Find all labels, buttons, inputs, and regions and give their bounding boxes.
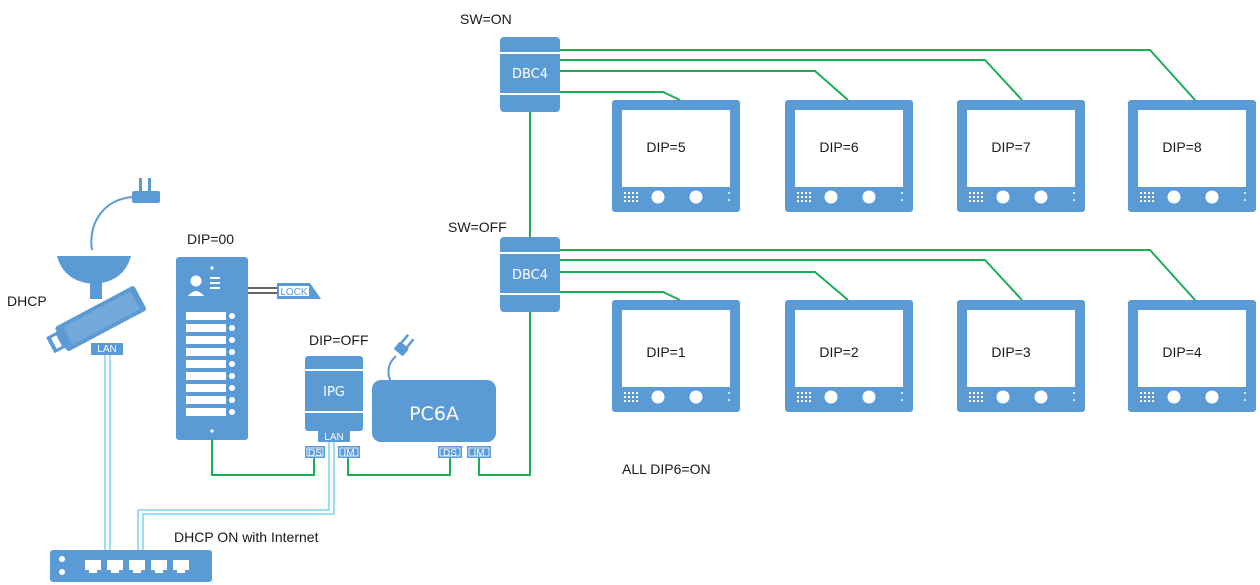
router-dhcp-label: DHCP ON with Internet [174,529,319,545]
dbc4-bottom: DBC4 [500,237,560,312]
keypad-icon [797,392,811,402]
monitor-button [996,390,1010,404]
monitor-dip-3: DIP=3 [957,300,1085,412]
monitor-button [1167,390,1181,404]
keypad-icon [969,392,983,402]
monitor-dip-2: DIP=2 [785,300,913,412]
monitor-button [996,190,1010,204]
monitor-dip-1: DIP=1 [612,300,740,412]
keypad-icon [624,392,638,402]
call-buttons [186,312,235,416]
monitor-dip-7: DIP=7 [957,100,1085,212]
pc6a-label: PC6A [409,403,459,425]
dbc4-bottom-label: DBC4 [512,268,548,283]
ipg-device: IPG LAN DS IM [305,356,363,459]
monitor-dip-5: DIP=5 [612,100,740,212]
ipg-lan-port: LAN [324,432,343,443]
dbc4-top-label: DBC4 [512,67,548,82]
ipg-ds-port: DS [308,448,322,459]
monitor-dip-label: DIP=6 [819,139,859,155]
monitor-button [824,390,838,404]
pc6a-power-supply: PC6A DS IM [372,380,496,459]
monitor-button [1034,390,1048,404]
camera-power-plug-icon [132,178,160,203]
keypad-icon [797,192,811,202]
pc6a-im-port: IM [473,448,484,459]
monitor-button [862,390,876,404]
keypad-icon [624,192,638,202]
lan-cables [104,355,335,550]
monitor-dip-4: DIP=4 [1128,300,1256,412]
monitor-dip-label: DIP=2 [819,344,859,360]
door-panel-dip-label: DIP=00 [187,231,234,247]
ipg-dip-label: DIP=OFF [309,332,369,348]
ip-camera-icon: LAN [46,178,160,355]
camera-speaker-icon [188,275,220,296]
monitor-button [689,190,703,204]
monitor-button [862,190,876,204]
monitor-button [1034,190,1048,204]
ipg-label: IPG [323,385,345,400]
monitor-button [689,390,703,404]
pc6a-ds-port: DS [443,448,457,459]
ipg-im-port: IM [343,448,354,459]
dbc4-top: DBC4 [500,37,560,112]
monitor-dip-label: DIP=4 [1162,344,1202,360]
power-plug-icon [387,334,415,381]
keypad-icon [969,192,983,202]
monitor-button [824,190,838,204]
all-dip6-label: ALL DIP6=ON [622,461,711,477]
keypad-icon [1140,392,1154,402]
lock-icon: LOCK [248,283,321,299]
bus-wires [211,49,1196,476]
monitor-button [651,190,665,204]
camera-lan-port: LAN [97,344,116,355]
lock-label: LOCK [280,287,308,298]
monitor-dip-label: DIP=5 [646,139,686,155]
door-panel [176,257,248,440]
monitor-dip-label: DIP=7 [991,139,1031,155]
keypad-icon [1140,192,1154,202]
sw-on-label: SW=ON [460,11,512,27]
monitor-dip-label: DIP=3 [991,344,1031,360]
monitor-button [651,390,665,404]
monitor-dip-6: DIP=6 [785,100,913,212]
monitor-button [1205,190,1219,204]
monitor-button [1205,390,1219,404]
sw-off-label: SW=OFF [448,219,507,235]
camera-dhcp-label: DHCP [7,293,47,309]
network-switch-icon [50,550,212,582]
monitor-button [1167,190,1181,204]
monitor-dip-8: DIP=8 [1128,100,1256,212]
monitor-dip-label: DIP=1 [646,344,686,360]
monitor-dip-label: DIP=8 [1162,139,1202,155]
